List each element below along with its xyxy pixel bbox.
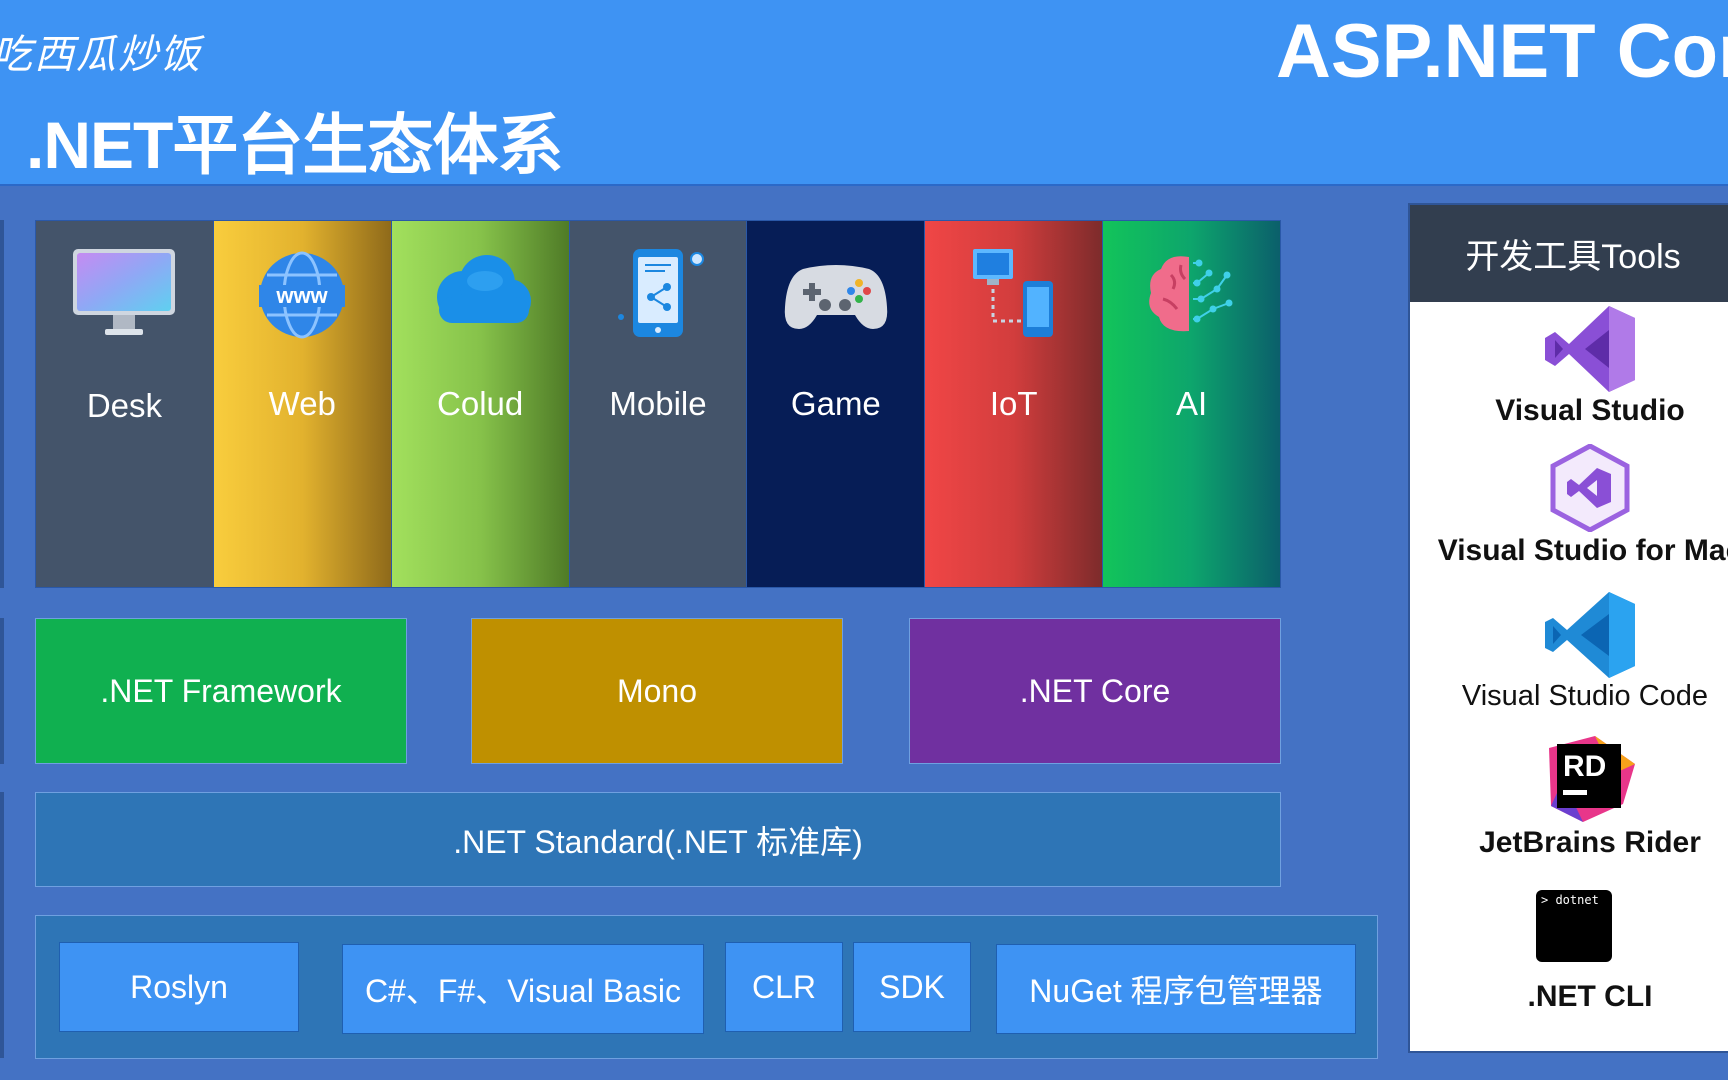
monitor-icon [69,245,179,345]
rider-icon-text: RD [1563,750,1606,783]
vscode-icon [1543,590,1637,680]
left-edge-sliver [0,618,4,764]
scenario-label: Game [790,385,881,422]
scenario-label: Web [268,385,336,422]
scenario-label: Desk [86,387,163,424]
scenario-game: Game [747,221,926,587]
framework-netcore: .NET Core [909,618,1281,764]
toolchain-roslyn: Roslyn [59,942,299,1032]
scenario-web: www Web [213,221,392,587]
smartphone-share-icon [603,245,713,345]
scenario-label: Mobile [609,385,707,422]
net-standard-bar: .NET Standard(.NET 标准库) [35,792,1281,887]
left-edge-sliver [0,220,4,588]
tool-name: .NET CLI [1527,980,1653,1013]
toolchain-sdk: SDK [853,942,971,1032]
tool-name: Visual Studio [1495,394,1685,427]
svg-text:www: www [276,283,329,308]
scenario-ai: AI [1103,221,1281,587]
scenario-label: AI [1175,385,1208,422]
framework-mono: Mono [471,618,843,764]
scenario-label: IoT [989,385,1038,422]
terminal-icon-text: > dotnet [1541,893,1599,907]
brain-circuit-icon [1137,245,1247,345]
left-edge-sliver [0,792,4,1058]
scenario-columns: Desk www Web Colud [35,220,1281,588]
cloud-icon [425,245,535,345]
rider-icon: RD [1543,734,1637,824]
tool-visual-studio: Visual Studio [1410,304,1728,428]
www-globe-icon: www [247,245,357,345]
gamepad-icon [781,245,891,345]
toolchain-nuget: NuGet 程序包管理器 [996,944,1356,1034]
tool-rider: RD JetBrains Rider [1410,734,1728,860]
tool-dotnet-cli: > dotnet .NET CLI [1410,888,1728,1014]
tool-name: Visual Studio for Mac [1437,534,1728,567]
iot-devices-icon [959,245,1069,345]
scenario-label: Colud [437,385,524,422]
tool-name: Visual Studio Code [1461,680,1709,712]
page-title: .NET平台生态体系 [26,108,563,182]
terminal-icon: > dotnet [1534,888,1614,964]
visual-studio-icon [1543,304,1637,394]
scenario-iot: IoT [925,221,1104,587]
visual-studio-mac-icon [1549,443,1631,533]
brand-title: ASP.NET Core [1276,9,1728,94]
framework-netfx: .NET Framework [35,618,407,764]
tool-visual-studio-mac: Visual Studio for Mac [1410,443,1728,568]
toolchain-languages: C#、F#、Visual Basic [342,944,704,1034]
header-banner [0,0,1728,186]
scenario-cloud: Colud [391,221,570,587]
tool-vscode: Visual Studio Code [1410,590,1728,713]
scenario-desk: Desk [36,221,214,587]
scenario-mobile: Mobile [569,221,748,587]
toolchain-clr: CLR [725,942,843,1032]
tool-name: JetBrains Rider [1479,826,1701,859]
dev-tools-header: 开发工具Tools [1410,205,1728,302]
watermark-text: 吃西瓜炒饭 [0,32,202,78]
